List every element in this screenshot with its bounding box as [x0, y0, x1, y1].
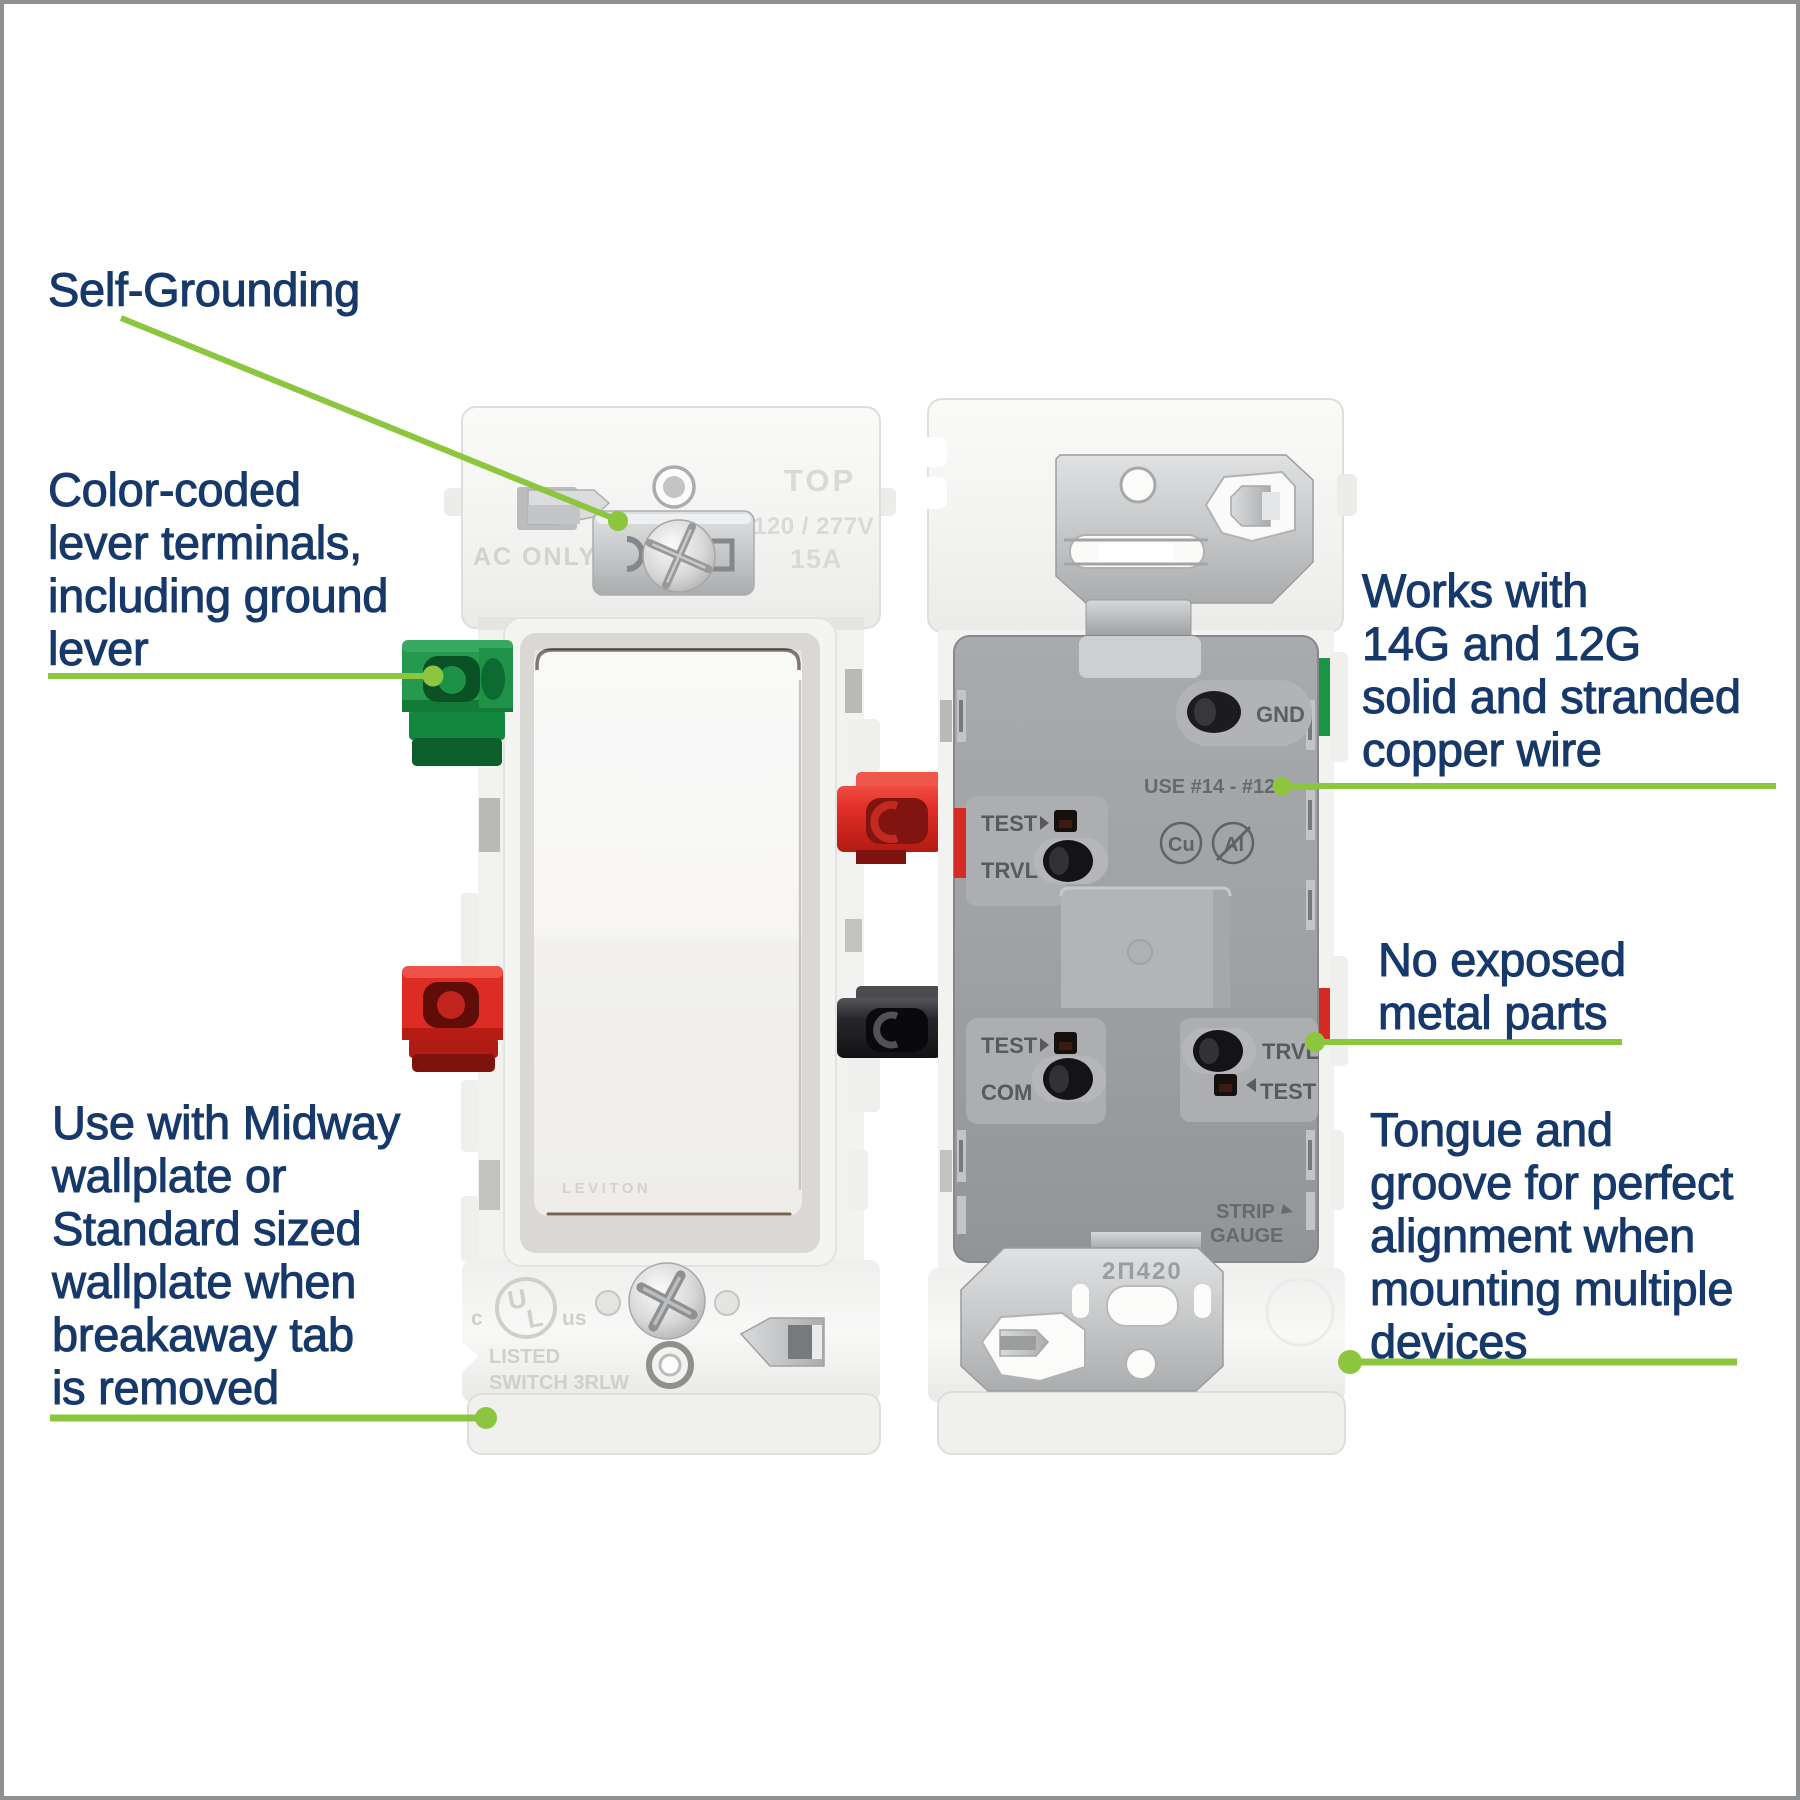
svg-text:COM: COM: [981, 1080, 1032, 1105]
svg-text:Works with: Works with: [1362, 564, 1588, 617]
svg-text:Cu: Cu: [1168, 834, 1195, 856]
svg-text:2Π420: 2Π420: [1102, 1258, 1183, 1285]
svg-text:TEST: TEST: [1260, 1079, 1317, 1104]
svg-text:15A: 15A: [790, 544, 843, 574]
svg-text:USE #14 - #12: USE #14 - #12: [1144, 776, 1275, 798]
svg-text:devices: devices: [1370, 1315, 1527, 1368]
svg-text:14G and 12G: 14G and 12G: [1362, 617, 1641, 670]
svg-text:GAUGE: GAUGE: [1210, 1225, 1283, 1247]
svg-text:groove for perfect: groove for perfect: [1370, 1156, 1733, 1209]
svg-text:including ground: including ground: [48, 569, 388, 622]
svg-text:wallplate or: wallplate or: [51, 1149, 286, 1202]
svg-text:metal parts: metal parts: [1378, 986, 1607, 1039]
svg-text:Use with Midway: Use with Midway: [52, 1096, 401, 1149]
svg-text:STRIP: STRIP: [1216, 1201, 1275, 1223]
svg-text:U: U: [505, 1283, 529, 1316]
svg-text:No exposed: No exposed: [1378, 933, 1626, 986]
svg-text:Tongue and: Tongue and: [1370, 1103, 1613, 1156]
svg-text:us: us: [562, 1307, 587, 1330]
svg-text:c: c: [471, 1307, 483, 1330]
svg-text:TEST: TEST: [981, 811, 1038, 836]
svg-text:lever terminals,: lever terminals,: [48, 516, 362, 569]
svg-text:GND: GND: [1256, 702, 1305, 727]
svg-text:Self-Grounding: Self-Grounding: [48, 263, 360, 316]
svg-text:LEVITON: LEVITON: [562, 1180, 651, 1197]
svg-text:120 / 277V: 120 / 277V: [753, 513, 874, 540]
svg-text:alignment when: alignment when: [1370, 1209, 1695, 1262]
svg-text:copper wire: copper wire: [1362, 723, 1602, 776]
svg-text:SWITCH 3RLW: SWITCH 3RLW: [489, 1372, 629, 1394]
svg-text:solid and stranded: solid and stranded: [1362, 670, 1741, 723]
svg-text:Standard sized: Standard sized: [52, 1202, 361, 1255]
svg-text:breakaway tab: breakaway tab: [52, 1308, 354, 1361]
svg-text:TOP: TOP: [784, 463, 856, 498]
svg-text:mounting multiple: mounting multiple: [1370, 1262, 1733, 1315]
svg-text:wallplate when: wallplate when: [51, 1255, 356, 1308]
svg-text:AC ONLY: AC ONLY: [473, 543, 597, 571]
svg-text:lever: lever: [48, 622, 148, 675]
svg-text:TRVL: TRVL: [981, 858, 1038, 883]
svg-text:Color-coded: Color-coded: [48, 463, 301, 516]
svg-text:LISTED: LISTED: [489, 1346, 560, 1368]
svg-text:is removed: is removed: [52, 1361, 279, 1414]
svg-text:L: L: [525, 1302, 546, 1334]
svg-text:TEST: TEST: [981, 1033, 1038, 1058]
